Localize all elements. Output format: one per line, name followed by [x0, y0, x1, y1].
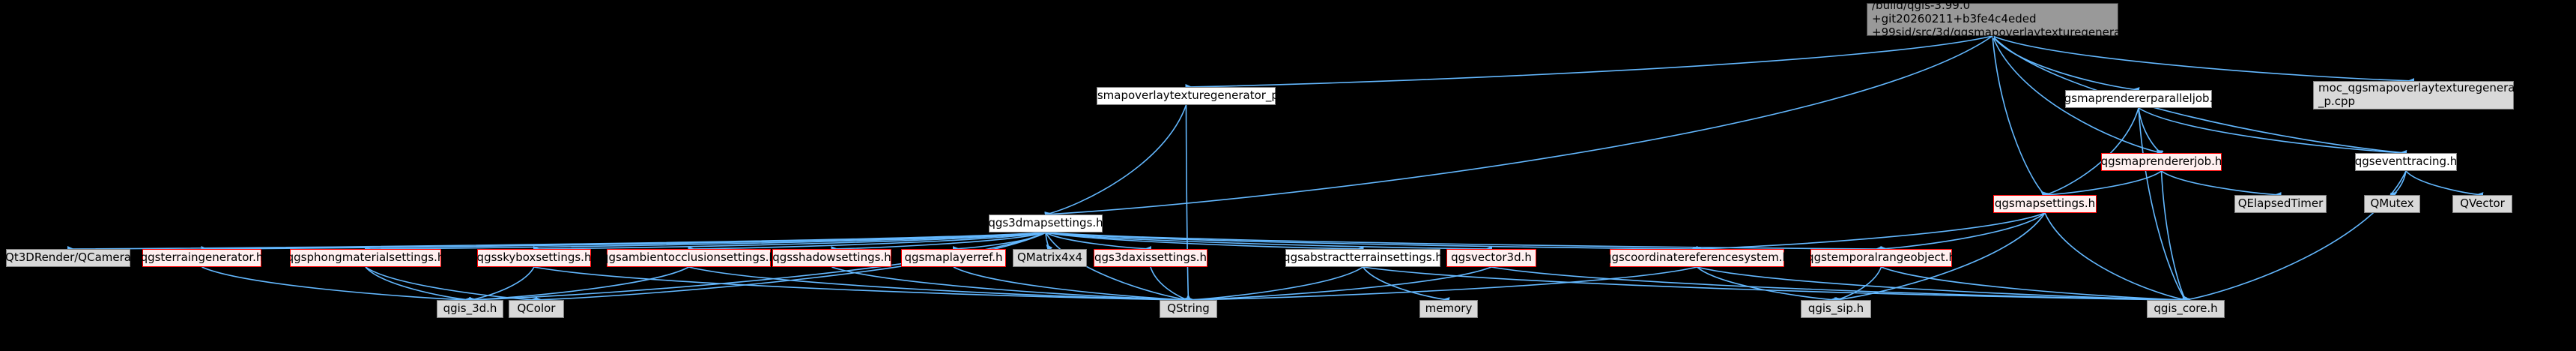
graph-edge-mapsettings3d-to-vector3d: [1045, 232, 1493, 253]
graph-node-qgis3d_h[interactable]: qgis_3d.h: [437, 300, 503, 318]
graph-node-crs[interactable]: qgscoordinatereferencesystem.h: [1604, 249, 1789, 267]
graph-edge-shadow-to-qstring: [831, 266, 1189, 304]
graph-edge-mapsettings3d-to-terraingen: [201, 232, 1046, 253]
graph-node-shadow[interactable]: qgsshadowsettings.h: [772, 249, 891, 267]
graph-edge-mapsettings3d-to-skybox: [533, 232, 1046, 253]
graph-edge-mapsettings3d-to-maplayerref: [952, 232, 1046, 253]
graph-node-root[interactable]: /build/qgis-3.99.0 +git20260211+b3fe4c4e…: [1867, 0, 2173, 39]
graph-edge-mapovl_p_h-to-mapsettings3d: [1044, 104, 1187, 218]
graph-edge-phongmat-to-qgis3d_h: [365, 266, 471, 304]
graph-node-terraingen[interactable]: qgsterraingenerator.h: [141, 249, 263, 267]
graph-node-elapsedtimer[interactable]: QElapsedTimer: [2234, 195, 2327, 213]
graph-edge-skybox-to-qstring: [533, 266, 1189, 304]
graph-edge-mapsettings3d-to-qmatrix4x4: [1045, 232, 1053, 252]
graph-edge-mapsettings3d-to-shadow: [831, 232, 1046, 253]
graph-edge-ambientocc-to-qgis3d_h: [469, 266, 689, 304]
graph-edge-renderer_job-to-mapsettings: [2043, 170, 2162, 199]
graph-edge-root-to-mapovl_p_h: [1185, 35, 1993, 91]
graph-edge-mapsettings3d-to-axissettings: [1045, 232, 1152, 253]
graph-edge-renderer_job-to-qgis_core: [2160, 170, 2189, 302]
graph-edge-mapsettings-to-qgis_core: [2044, 212, 2187, 304]
graph-edge-ambientocc-to-qstring: [688, 266, 1189, 304]
graph-node-renderer_job[interactable]: qgsmaprendererjob.h: [2101, 153, 2222, 171]
graph-node-temporalrange[interactable]: qgstemporalrangeobject.h: [1807, 249, 1956, 267]
graph-node-mapsettings[interactable]: qgsmapsettings.h: [1993, 195, 2097, 213]
graph-edge-phongmat-to-qcolor: [365, 266, 538, 304]
graph-edge-eventtracing-to-qvector: [2405, 170, 2484, 199]
graph-edge-absterrain-to-memory: [1362, 266, 1450, 304]
graph-node-skybox[interactable]: qgsskyboxsettings.h: [477, 249, 591, 267]
graph-node-mapsettings3d[interactable]: qgs3dmapsettings.h: [988, 214, 1103, 232]
graph-edge-mapsettings3d-to-crs: [1045, 232, 1698, 253]
graph-edge-root-to-mapsettings: [1992, 35, 2048, 198]
graph-node-parallel_job[interactable]: qgsmaprendererparalleljob.h: [2057, 90, 2220, 108]
graph-node-qvector[interactable]: QVector: [2452, 195, 2512, 213]
graph-node-moc_mapovl[interactable]: moc_qgsmapoverlaytexturegenerator _p.cpp: [2313, 81, 2531, 110]
graph-node-qgis_sip[interactable]: qgis_sip.h: [1801, 300, 1871, 318]
graph-edge-mapovl_p_h-to-qstring: [1185, 104, 1192, 302]
graph-node-mapovl_p_h[interactable]: qgsmapoverlaytexturegenerator_p.h: [1083, 87, 1289, 105]
graph-edge-eventtracing-to-qgis_core: [2184, 170, 2407, 304]
graph-edge-crs-to-qgis_core: [1697, 266, 2187, 304]
graph-edge-vector3d-to-qstring: [1187, 266, 1492, 304]
graph-edge-temporalrange-to-qgis_core: [1881, 266, 2187, 304]
graph-node-qcamera[interactable]: Qt3DRender/QCamera: [5, 249, 131, 267]
graph-edge-mapsettings3d-to-qcamera: [67, 232, 1046, 253]
graph-edge-mapsettings-to-crs: [1696, 212, 2046, 253]
graph-node-phongmat[interactable]: qgsphongmaterialsettings.h: [287, 249, 444, 267]
graph-edge-mapsettings3d-to-temporalrange: [1045, 232, 1882, 253]
graph-edge-temporalrange-to-qgis_sip: [1834, 266, 1882, 304]
graph-edge-parallel_job-to-eventtracing: [2138, 107, 2407, 157]
graph-node-vector3d[interactable]: qgsvector3d.h: [1446, 249, 1536, 267]
graph-edge-skybox-to-qgis3d_h: [468, 266, 535, 304]
graph-edge-renderer_job-to-elapsedtimer: [2161, 170, 2282, 199]
graph-edge-root-to-parallel_job: [1992, 35, 2140, 94]
graph-edge-mapsettings3d-to-phongmat: [364, 232, 1046, 253]
graph-edge-crs-to-qstring: [1187, 266, 1697, 304]
graph-edge-root-to-mapsettings3d: [1044, 35, 1993, 218]
graph-edge-parallel_job-to-renderer_job: [2138, 107, 2164, 156]
graph-node-memory[interactable]: memory: [1419, 300, 1478, 318]
graph-node-qmutex[interactable]: QMutex: [2364, 195, 2420, 213]
graph-edge-vector3d-to-qgis_core: [1491, 266, 2187, 304]
graph-edge-absterrain-to-qgis_core: [1363, 266, 2187, 304]
graph-node-ambientocc[interactable]: qgsambientocclusionsettings.h: [601, 249, 776, 267]
graph-edge-axissettings-to-qstring: [1150, 266, 1190, 304]
graph-node-axissettings[interactable]: qgs3daxissettings.h: [1094, 249, 1207, 267]
graph-node-absterrain[interactable]: qgsabstractterrainsettings.h: [1283, 249, 1443, 267]
graph-edge-mapsettings3d-to-ambientocc: [688, 232, 1046, 253]
graph-edge-parallel_job-to-mapsettings: [2043, 107, 2139, 199]
graph-node-qcolor[interactable]: QColor: [509, 300, 564, 318]
graph-node-eventtracing[interactable]: qgseventtracing.h: [2355, 153, 2457, 171]
graph-edge-root-to-moc_mapovl: [1992, 35, 2415, 85]
graph-edge-mapsettings-to-temporalrange: [1880, 212, 2046, 253]
graph-edge-parallel_job-to-qgis_core: [2138, 107, 2189, 303]
graph-node-maplayerref[interactable]: qgsmaplayerref.h: [901, 249, 1006, 267]
graph-edge-terraingen-to-qgis3d_h: [201, 266, 471, 304]
graph-edge-eventtracing-to-qmutex: [2389, 170, 2407, 198]
graph-edge-crs-to-qgis_sip: [1696, 266, 1837, 304]
graph-node-qmatrix4x4[interactable]: QMatrix4x4: [1013, 249, 1087, 267]
graph-edge-maplayerref-to-qstring: [953, 266, 1189, 304]
graph-edge-mapsettings3d-to-absterrain: [1045, 232, 1364, 253]
graph-edge-absterrain-to-qstring: [1187, 266, 1363, 304]
graph-node-qstring[interactable]: QString: [1160, 300, 1217, 318]
graph-node-qgis_core[interactable]: qgis_core.h: [2147, 300, 2225, 318]
